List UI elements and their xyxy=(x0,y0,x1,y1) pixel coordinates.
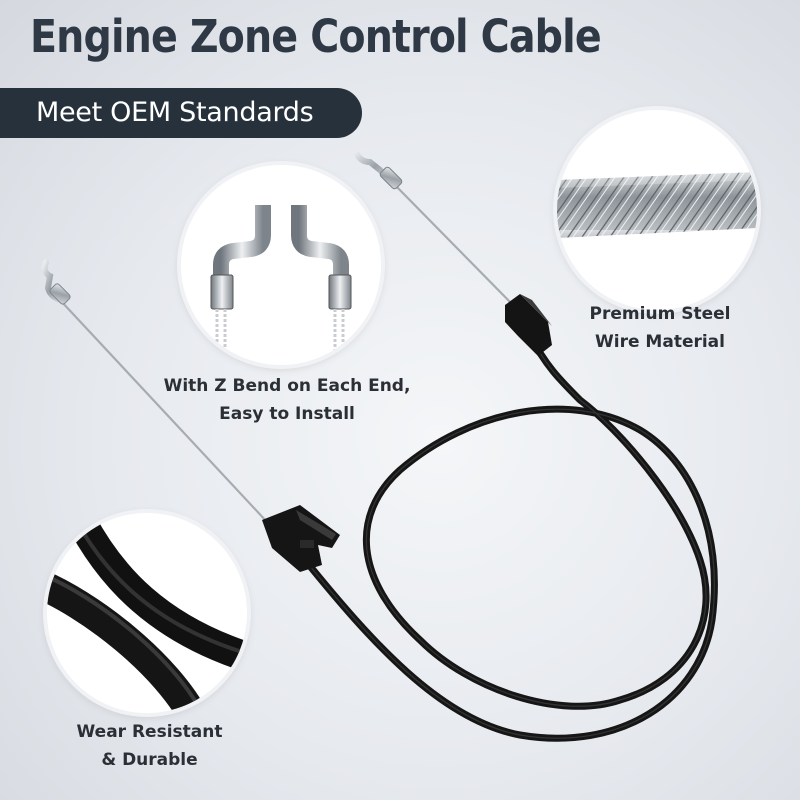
oem-standards-banner: Meet OEM Standards xyxy=(0,88,362,138)
cable-jacket-caption-line1: Wear Resistant xyxy=(76,722,223,742)
left-steel-wire xyxy=(59,299,269,524)
z-bend-caption: With Z Bend on Each End, Easy to Install xyxy=(158,372,416,428)
z-bend-caption-line2: Easy to Install xyxy=(219,404,355,424)
product-title: Engine Zone Control Cable xyxy=(30,10,602,63)
z-bend-caption-line1: With Z Bend on Each End, xyxy=(163,376,411,396)
right-ferrule xyxy=(379,166,403,190)
banner-text: Meet OEM Standards xyxy=(36,97,314,128)
left-mounting-clip xyxy=(262,505,340,572)
cable-jacket-icon xyxy=(47,513,247,713)
steel-wire-icon xyxy=(557,172,757,238)
left-ferrule xyxy=(49,283,71,305)
steel-wire-feature-circle xyxy=(557,110,757,310)
cable-jacket-caption-line2: & Durable xyxy=(101,750,198,770)
steel-wire-caption-line2: Wire Material xyxy=(595,332,725,352)
cable-jacket-feature-circle xyxy=(47,513,247,713)
right-steel-wire xyxy=(391,181,513,305)
steel-wire-caption-line1: Premium Steel xyxy=(589,304,731,324)
steel-wire-caption: Premium Steel Wire Material xyxy=(580,300,740,356)
cable-jacket-caption: Wear Resistant & Durable xyxy=(62,718,237,774)
z-bend-ends-icon xyxy=(210,205,352,350)
z-bend-feature-circle xyxy=(181,165,381,365)
right-end-housing xyxy=(505,294,552,356)
